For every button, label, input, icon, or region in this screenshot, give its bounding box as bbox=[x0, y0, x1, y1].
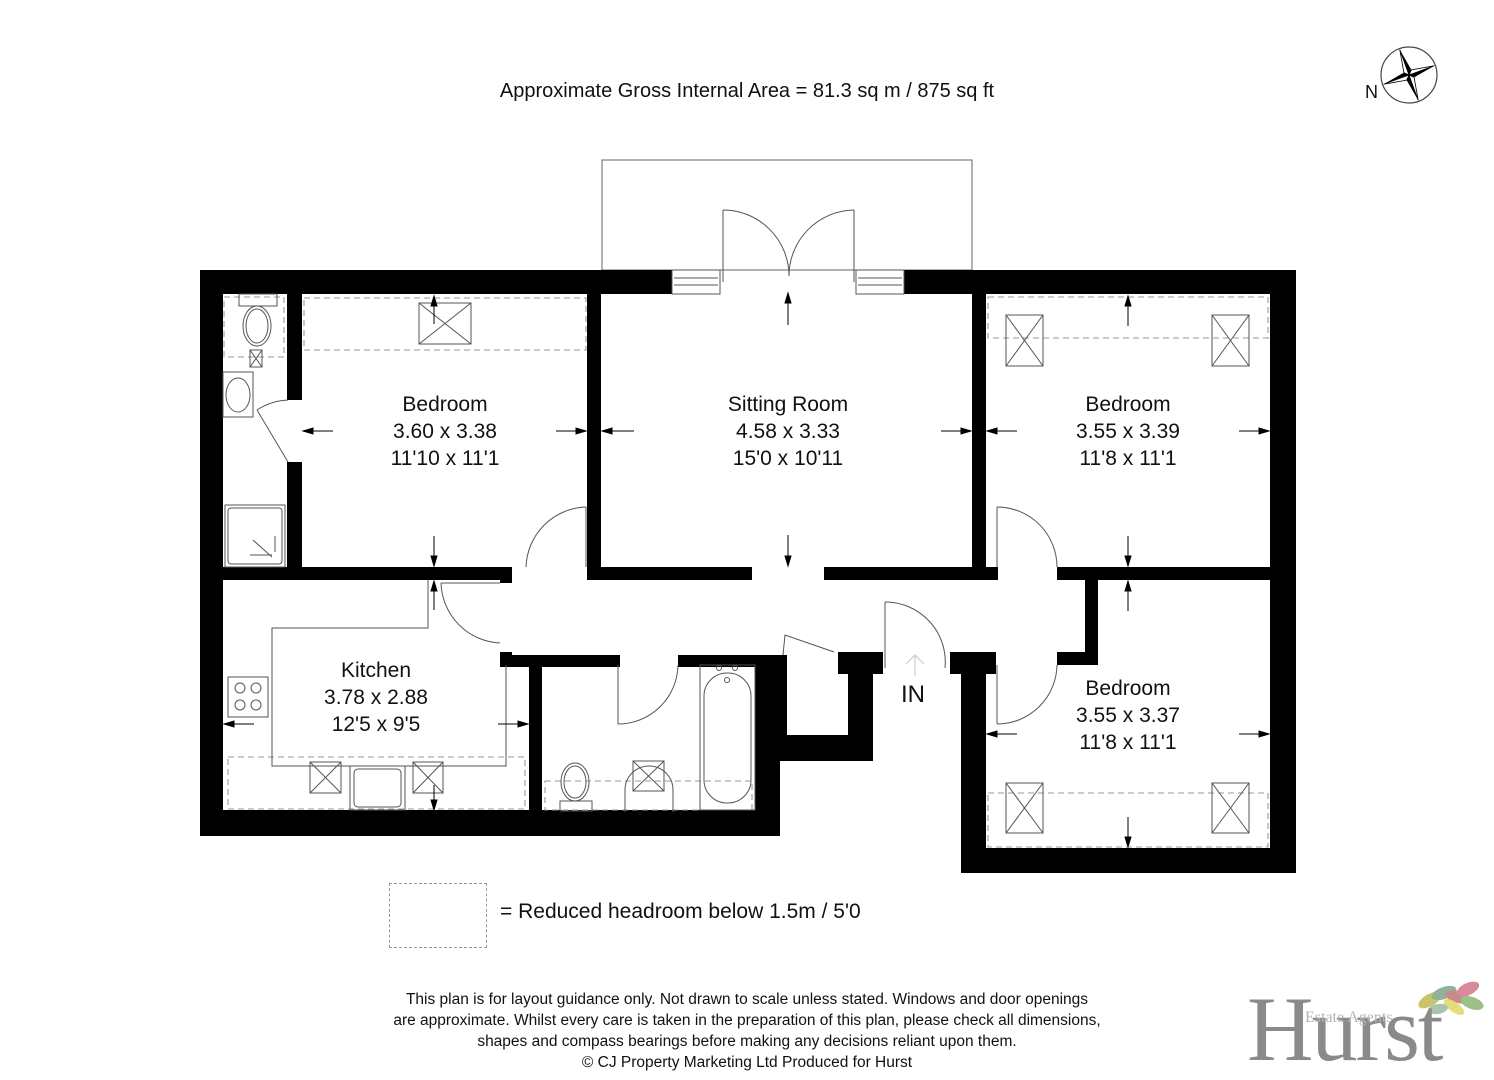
compass-north-label: N bbox=[1365, 82, 1378, 102]
copyright-line: © CJ Property Marketing Ltd Produced for… bbox=[581, 1054, 913, 1071]
room-dimensions-imperial: 15'0 x 10'11 bbox=[732, 447, 844, 470]
leaves-icon bbox=[1418, 981, 1484, 1016]
dimension-arrows bbox=[222, 291, 1271, 849]
compass-rose-icon bbox=[1380, 46, 1438, 104]
room-name: Bedroom bbox=[1085, 677, 1171, 700]
entrance-label: IN bbox=[901, 681, 925, 708]
room-dimensions-imperial: 12'5 x 9'5 bbox=[331, 713, 421, 736]
skylights bbox=[249, 302, 1250, 834]
disclaimer-line: are approximate. Whilst every care is ta… bbox=[393, 1012, 1101, 1029]
room-name: Sitting Room bbox=[727, 393, 849, 416]
room-name: Kitchen bbox=[340, 659, 412, 682]
windows bbox=[671, 269, 905, 295]
room-dimensions-metric: 3.78 x 2.88 bbox=[324, 686, 428, 709]
room-label-bedroom-2: Bedroom 3.55 x 3.39 11'8 x 11'1 bbox=[1076, 391, 1180, 472]
doors bbox=[256, 209, 1058, 725]
hurst-logo: Hurst Estate Agents bbox=[1245, 975, 1490, 1075]
area-text: Approximate Gross Internal Area = 81.3 s… bbox=[499, 80, 995, 102]
brand-name: Hurst bbox=[1247, 978, 1443, 1080]
room-dimensions-imperial: 11'8 x 11'1 bbox=[1079, 447, 1177, 470]
balcony-outline bbox=[601, 159, 973, 271]
disclaimer-line: shapes and compass bearings before makin… bbox=[477, 1033, 1017, 1050]
walls bbox=[200, 270, 1296, 873]
fixtures bbox=[222, 293, 756, 812]
room-dimensions-metric: 4.58 x 3.33 bbox=[736, 420, 840, 443]
room-dimensions-imperial: 11'10 x 11'1 bbox=[390, 447, 500, 470]
room-dimensions-metric: 3.55 x 3.39 bbox=[1076, 420, 1180, 443]
room-dimensions-metric: 3.60 x 3.38 bbox=[393, 420, 497, 443]
room-name: Bedroom bbox=[402, 393, 488, 416]
brand-tagline: Estate Agents bbox=[1305, 1009, 1393, 1026]
disclaimer-line: This plan is for layout guidance only. N… bbox=[405, 991, 1089, 1008]
reduced-headroom-swatch bbox=[389, 883, 487, 948]
gross-internal-area-title: Approximate Gross Internal Area = 81.3 s… bbox=[0, 80, 1494, 103]
room-dimensions-metric: 3.55 x 3.37 bbox=[1076, 704, 1180, 727]
room-name: Bedroom bbox=[1085, 393, 1171, 416]
room-label-bedroom-3: Bedroom 3.55 x 3.37 11'8 x 11'1 bbox=[1076, 675, 1180, 756]
room-label-kitchen: Kitchen 3.78 x 2.88 12'5 x 9'5 bbox=[324, 657, 428, 738]
room-label-bedroom-1: Bedroom 3.60 x 3.38 11'10 x 11'1 bbox=[391, 391, 500, 472]
legend-text: = Reduced headroom below 1.5m / 5'0 bbox=[500, 900, 861, 923]
room-dimensions-imperial: 11'8 x 11'1 bbox=[1079, 731, 1177, 754]
entrance-arrow-icon bbox=[905, 654, 925, 676]
disclaimer: This plan is for layout guidance only. N… bbox=[300, 989, 1194, 1073]
room-label-sitting-room: Sitting Room 4.58 x 3.33 15'0 x 10'11 bbox=[728, 391, 848, 472]
